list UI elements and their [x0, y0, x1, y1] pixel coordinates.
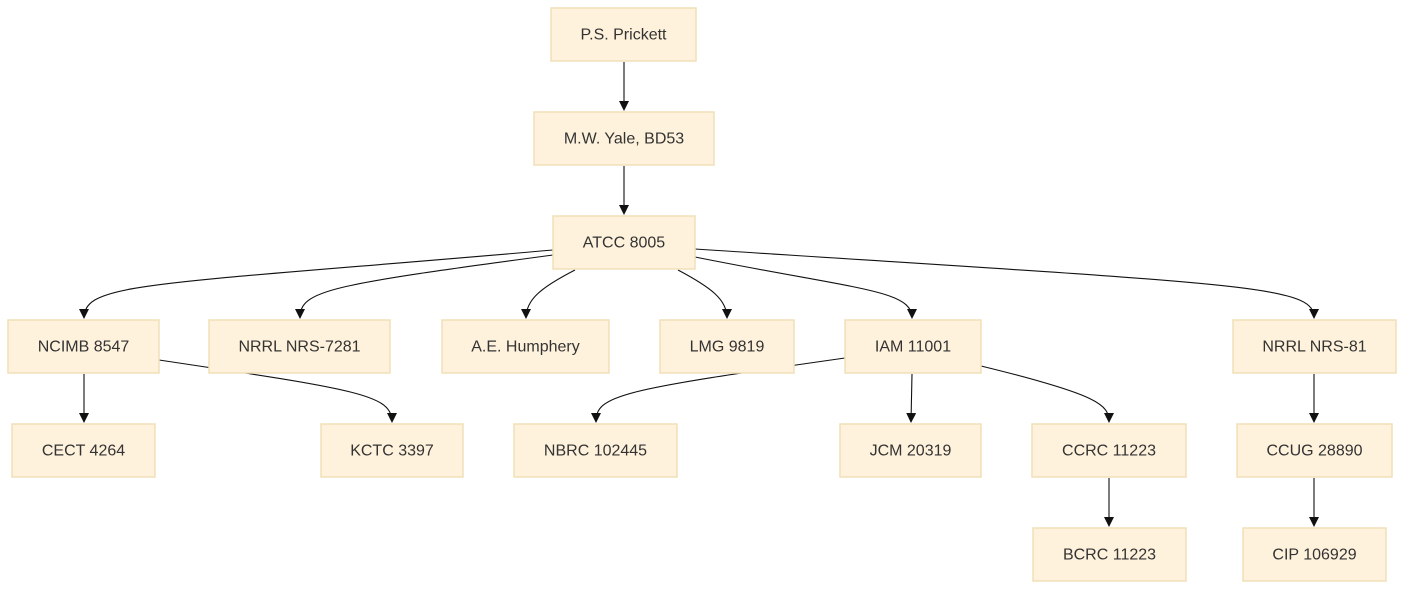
node-lmg: LMG 9819: [659, 319, 795, 374]
node-box: [552, 215, 696, 270]
node-box: [659, 319, 795, 374]
node-label: NBRC 102445: [544, 443, 647, 460]
node-box: [1032, 527, 1187, 582]
node-box: [839, 423, 982, 478]
node-label: NRRL NRS-7281: [238, 339, 360, 356]
node-box: [844, 319, 982, 374]
node-label: JCM 20319: [870, 443, 952, 460]
node-label: A.E. Humphery: [471, 339, 579, 356]
node-label: BCRC 11223: [1063, 547, 1156, 564]
node-label: CCUG 28890: [1266, 443, 1362, 460]
node-box: [533, 111, 715, 166]
node-atcc: ATCC 8005: [552, 215, 696, 270]
node-label: M.W. Yale, BD53: [564, 131, 684, 148]
edge-atcc-to-lmg: [677, 269, 732, 319]
node-nrrl81: NRRL NRS-81: [1232, 319, 1397, 374]
node-label: LMG 9819: [690, 339, 765, 356]
node-bcrc: BCRC 11223: [1032, 527, 1187, 582]
node-humphery: A.E. Humphery: [441, 319, 610, 374]
edge-atcc-to-iam: [694, 256, 917, 319]
node-box: [7, 319, 160, 374]
node-nbrc: NBRC 102445: [513, 423, 678, 478]
node-ccrc: CCRC 11223: [1031, 423, 1187, 478]
edge-iam-to-ccrc: [980, 365, 1114, 423]
node-box: [1236, 423, 1393, 478]
node-box: [513, 423, 678, 478]
node-box: [1232, 319, 1397, 374]
node-label: IAM 11001: [875, 339, 951, 356]
node-box: [1242, 527, 1387, 582]
node-cect: CECT 4264: [11, 423, 156, 478]
node-label: NRRL NRS-81: [1262, 339, 1366, 356]
node-box: [320, 423, 464, 478]
edge-atcc-to-nrrl7281: [295, 254, 554, 319]
edge-iam-to-jcm: [906, 373, 917, 423]
node-label: P.S. Prickett: [581, 27, 668, 44]
node-box: [441, 319, 610, 374]
node-label: CECT 4264: [42, 443, 125, 460]
node-label: CIP 106929: [1272, 547, 1356, 564]
node-label: CCRC 11223: [1062, 443, 1156, 460]
node-kctc: KCTC 3397: [320, 423, 464, 478]
node-jcm: JCM 20319: [839, 423, 982, 478]
node-box: [1031, 423, 1187, 478]
node-label: ATCC 8005: [583, 235, 666, 252]
node-iam: IAM 11001: [844, 319, 982, 374]
edge-atcc-to-nrrl81: [694, 248, 1319, 319]
node-ccug: CCUG 28890: [1236, 423, 1393, 478]
node-box: [11, 423, 156, 478]
node-prickett: P.S. Prickett: [550, 7, 697, 62]
node-box: [208, 319, 391, 374]
node-yale: M.W. Yale, BD53: [533, 111, 715, 166]
node-ncimb: NCIMB 8547: [7, 319, 160, 374]
node-box: [550, 7, 697, 62]
node-label: KCTC 3397: [350, 443, 434, 460]
node-nrrl7281: NRRL NRS-7281: [208, 319, 391, 374]
node-label: NCIMB 8547: [38, 339, 130, 356]
node-cip: CIP 106929: [1242, 527, 1387, 582]
edge-atcc-to-ncimb: [79, 249, 554, 319]
edge-atcc-to-humphery: [521, 269, 576, 319]
